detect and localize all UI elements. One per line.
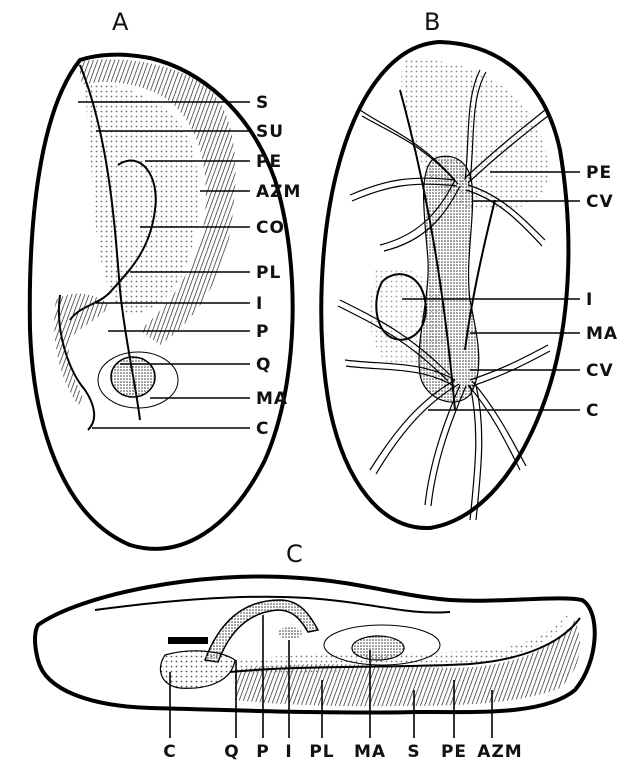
label-a-pe: PE	[256, 152, 282, 172]
buccal-bar-c	[168, 637, 208, 644]
label-b-cv: CV	[586, 192, 614, 212]
panel-b-title: B	[424, 8, 440, 36]
label-c-i: I	[285, 742, 292, 762]
label-c-p: P	[256, 742, 269, 762]
panel-c: C C Q P I PL MA S PE	[35, 540, 595, 762]
label-c-q: Q	[224, 742, 239, 762]
label-c-pe: PE	[441, 742, 467, 762]
label-a-pl: PL	[256, 263, 281, 283]
label-a-su: SU	[256, 122, 284, 142]
panel-b: B	[321, 8, 618, 528]
label-a-co: CO	[256, 218, 285, 238]
label-b-i: I	[586, 290, 593, 310]
label-c-pl: PL	[309, 742, 334, 762]
macronucleus-a	[111, 357, 155, 397]
panel-c-title: C	[286, 540, 303, 568]
label-c-ma: MA	[354, 742, 386, 762]
label-c-c: C	[163, 742, 176, 762]
label-b-pe: PE	[586, 163, 612, 183]
label-a-ma: MA	[256, 389, 288, 409]
blob-i-c	[278, 627, 302, 639]
label-a-i: I	[256, 294, 263, 314]
label-b-ma: MA	[586, 324, 618, 344]
label-b-cv2: CV	[586, 361, 614, 381]
label-c-s: S	[407, 742, 420, 762]
label-a-s: S	[256, 93, 269, 113]
label-a-c: C	[256, 419, 269, 439]
label-c-azm: AZM	[477, 742, 522, 762]
label-a-azm: AZM	[256, 182, 301, 202]
label-a-p: P	[256, 322, 269, 342]
label-a-q: Q	[256, 355, 271, 375]
panel-a-title: A	[112, 8, 129, 36]
macronucleus-c	[352, 636, 404, 660]
panel-a: A S SU PE AZM CO PL I P Q MA	[30, 8, 302, 549]
label-b-c: C	[586, 401, 599, 421]
